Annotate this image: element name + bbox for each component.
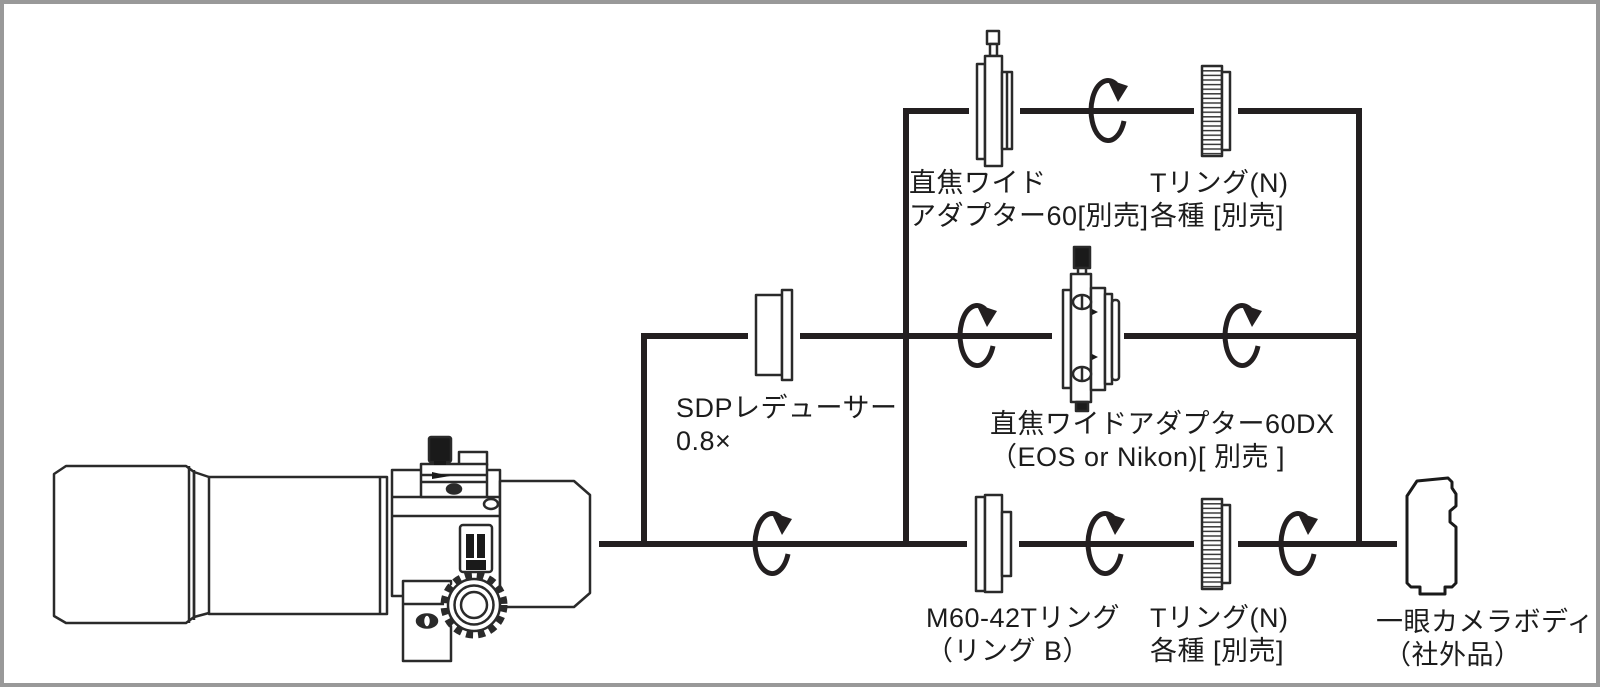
diagram-artwork	[52, 29, 1458, 663]
label-line: Tリング(N)	[1150, 603, 1289, 633]
label-line: 一眼カメラボディ	[1376, 607, 1595, 637]
telescope-clamp-knob	[427, 435, 453, 464]
label-sdp-reducer: SDPレデューサー 0.8×	[676, 392, 897, 458]
label-t-ring-top: Tリング(N) 各種 [別売]	[1150, 167, 1288, 233]
label-line: （EOS or Nikon)[ 別売 ]	[990, 442, 1286, 472]
telescope-dew-shield	[52, 464, 196, 625]
rotation-arrows	[755, 79, 1318, 574]
label-wide-adapter-60: 直焦ワイド アダプター60[別売]	[909, 167, 1149, 233]
label-line: M60-42Tリング	[926, 603, 1121, 633]
label-line: 各種 [別売]	[1150, 636, 1285, 666]
telescope-rear-cell	[498, 479, 592, 609]
label-line: SDPレデューサー	[676, 393, 898, 423]
label-line: （社外品）	[1384, 640, 1522, 670]
label-t-ring-bottom: Tリング(N) 各種 [別売]	[1150, 602, 1288, 668]
label-camera-body: 一眼カメラボディ （社外品）	[1376, 606, 1594, 672]
camera-body-icon	[1405, 476, 1458, 596]
wide-adapter-60dx-icon	[1061, 245, 1121, 413]
connector-lines	[599, 108, 1397, 547]
reducer-icon	[754, 288, 794, 382]
telescope-icon	[52, 435, 592, 663]
label-m60-42-t-ring: M60-42Tリング （リング B）	[926, 602, 1120, 668]
label-line: 直焦ワイド	[909, 168, 1047, 198]
telescope-tube	[207, 475, 389, 616]
label-line: Tリング(N)	[1150, 168, 1289, 198]
label-wide-adapter-60dx: 直焦ワイドアダプター60DX （EOS or Nikon)[ 別売 ]	[990, 408, 1335, 474]
label-line: 各種 [別売]	[1150, 201, 1285, 231]
label-line: 直焦ワイドアダプター60DX	[990, 409, 1335, 439]
label-line: （リング B）	[926, 636, 1091, 666]
t-ring-icon-bottom	[1200, 497, 1232, 591]
m60-42-t-ring-icon	[974, 493, 1013, 594]
telescope-focus-wheel	[440, 571, 508, 639]
wide-adapter-60-icon	[975, 29, 1014, 168]
label-line: 0.8×	[676, 426, 732, 456]
t-ring-icon-top	[1200, 64, 1232, 158]
label-line: アダプター60[別売]	[909, 201, 1149, 231]
